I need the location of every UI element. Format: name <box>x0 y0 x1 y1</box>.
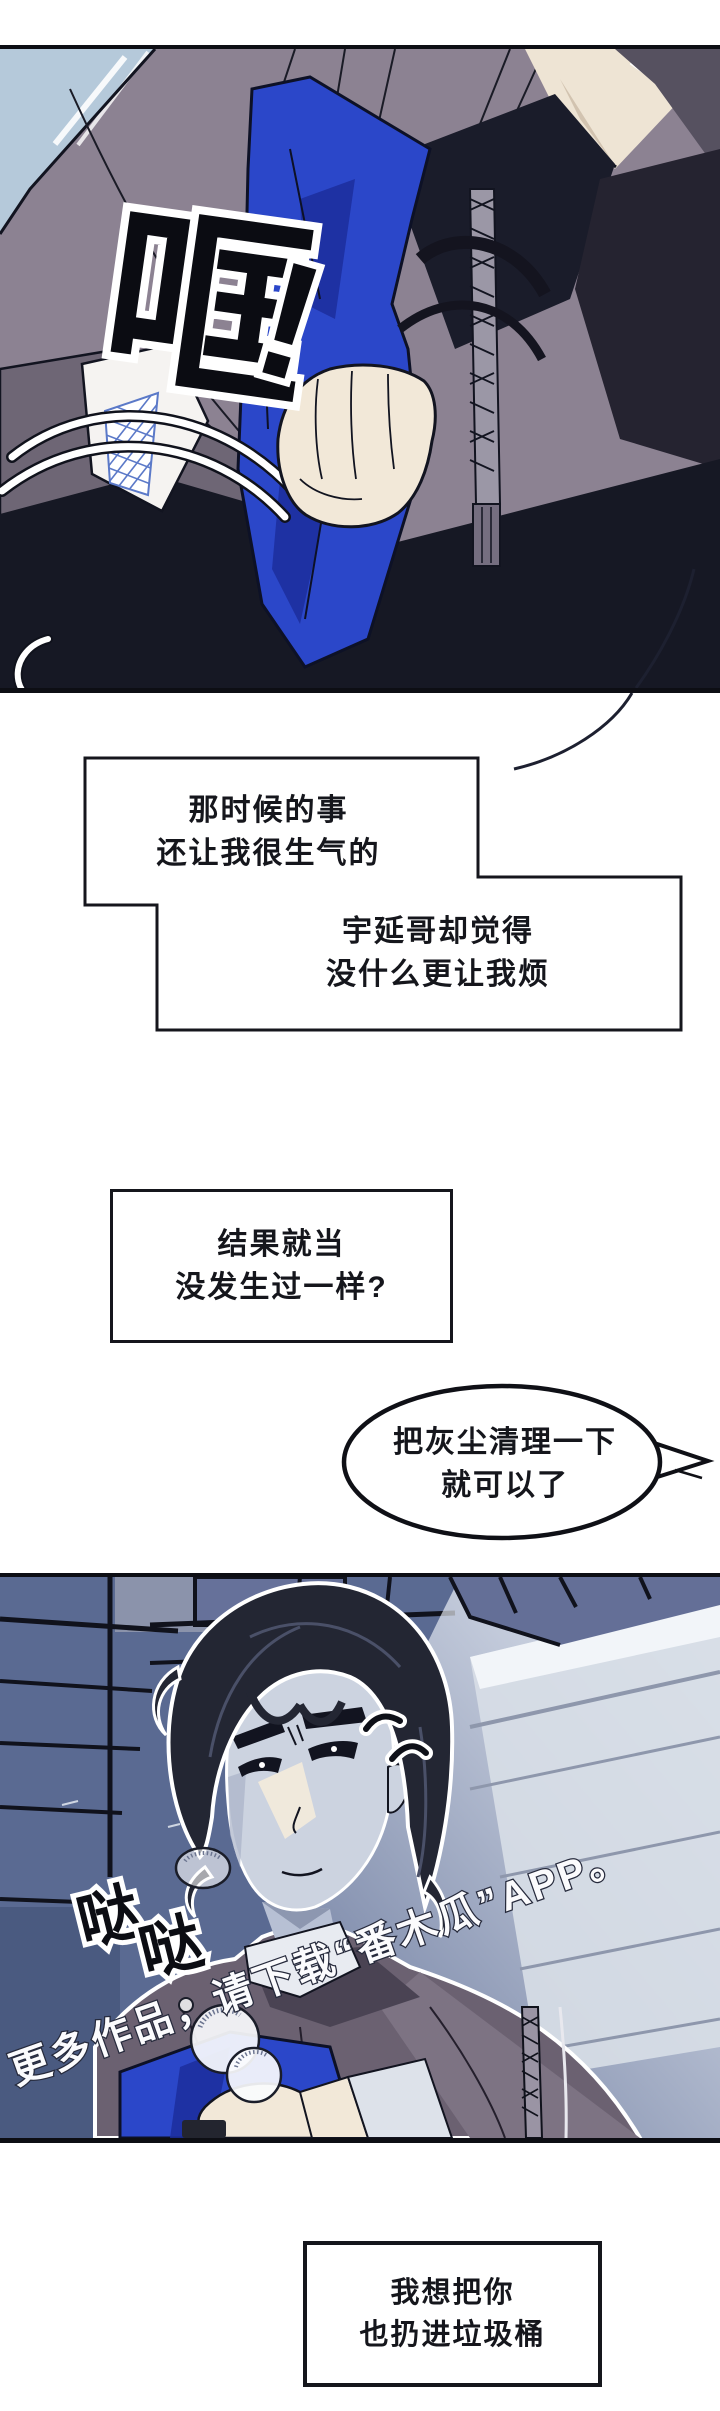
caption-line: 也扔进垃圾桶 <box>359 2319 546 2351</box>
panel-1: 哐 ! <box>0 45 720 693</box>
panel-1-artwork: 哐 ! <box>0 49 720 688</box>
caption-line: 没什么更让我烦 <box>326 958 550 991</box>
caption-box-1: 那时候的事 还让我很生气的 <box>85 762 478 902</box>
panel-2: 哒 哒 更多作品，请下载“番木瓜”APP。 <box>0 1573 720 2143</box>
caption-union-outline <box>83 756 683 1032</box>
panel-2-artwork: 哒 哒 更多作品，请下载“番木瓜”APP。 <box>0 1577 720 2138</box>
motion-line <box>513 693 634 771</box>
caption-line: 那时候的事 <box>188 794 349 827</box>
bubble-line: 就可以了 <box>441 1469 569 1502</box>
bubble-line: 把灰尘清理一下 <box>393 1426 617 1459</box>
caption-box-2: 宇延哥却觉得 没什么更让我烦 <box>157 879 681 1027</box>
caption-box-4: 我想把你 也扔进垃圾桶 <box>303 2241 602 2387</box>
caption-line: 结果就当 <box>217 1228 346 1261</box>
caption-line: 没发生过一样? <box>175 1271 388 1304</box>
caption-box-3: 结果就当 没发生过一样? <box>110 1189 453 1343</box>
speech-bubble <box>341 1383 715 1541</box>
speech-bubble-text: 把灰尘清理一下 就可以了 <box>355 1418 655 1510</box>
caption-line: 我想把你 <box>390 2277 515 2309</box>
sfx-kuang: 哐 <box>90 181 325 436</box>
caption-line: 还让我很生气的 <box>156 837 381 870</box>
caption-line: 宇延哥却觉得 <box>342 915 534 948</box>
